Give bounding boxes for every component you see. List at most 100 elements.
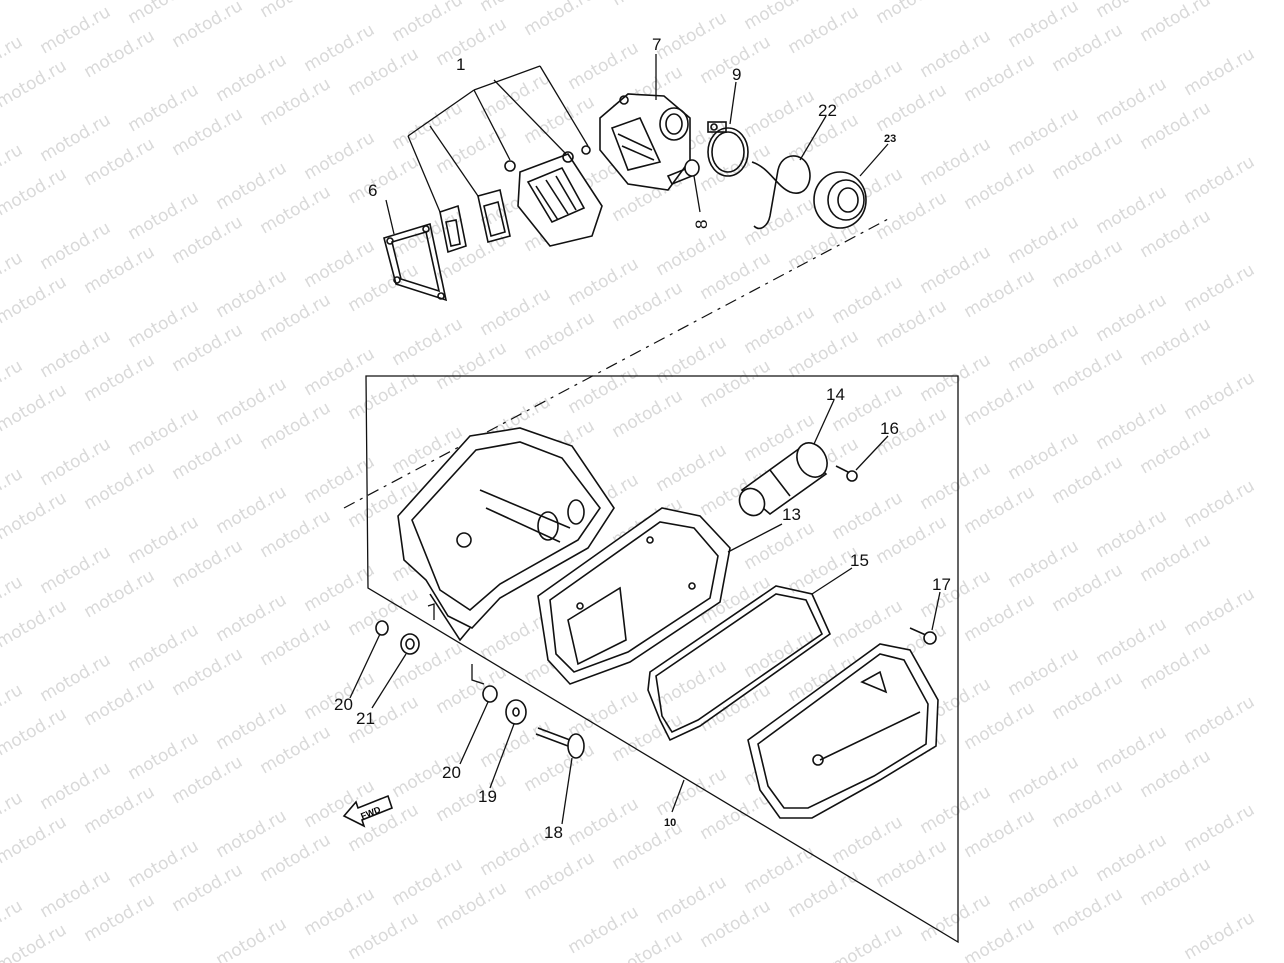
watermark-text: motod.ru [829, 56, 907, 112]
watermark-text: motod.ru [697, 356, 775, 412]
watermark-text: motod.ru [0, 56, 70, 112]
watermark-text: motod.ru [213, 50, 291, 106]
watermark-text: motod.ru [1093, 182, 1171, 238]
watermark-text: motod.ru [213, 266, 291, 322]
callout-leader-lines [349, 54, 941, 825]
watermark-text: motod.ru [0, 0, 70, 4]
spring-part-22 [751, 155, 811, 230]
watermark-text: motod.ru [213, 590, 291, 646]
watermark-text: motod.ru [389, 98, 467, 154]
callout-16: 16 [880, 419, 899, 438]
watermark-text: motod.ru [81, 458, 159, 514]
bolt-part-8 [666, 159, 700, 186]
watermark-text: motod.ru [0, 920, 70, 963]
watermark-text: motod.ru [81, 26, 159, 82]
watermark-text: motod.ru [1005, 212, 1083, 268]
watermark-text: motod.ru [0, 380, 70, 436]
watermark-text: motod.ru [1181, 692, 1259, 748]
watermark-text: motod.ru [829, 272, 907, 328]
watermark-text: motod.ru [741, 86, 819, 142]
watermark-text: motod.ru [521, 740, 599, 796]
watermark-text: motod.ru [785, 326, 863, 382]
watermark-text: motod.ru [125, 80, 203, 136]
watermark-text: motod.ru [565, 38, 643, 94]
callout-20-lower: 20 [442, 763, 461, 782]
callout-1: 1 [456, 55, 465, 74]
watermark-text: motod.ru [741, 626, 819, 682]
air-cleaner-cover [747, 643, 939, 819]
watermark-text: motod.ru [873, 188, 951, 244]
watermark-text: motod.ru [917, 890, 995, 946]
watermark-text: motod.ru [1181, 260, 1259, 316]
watermark-text: motod.ru [521, 92, 599, 148]
watermark-text: motod.ru [961, 914, 1039, 963]
watermark-text: motod.ru [1049, 776, 1127, 832]
watermark-text: motod.ru [565, 254, 643, 310]
watermark-text: motod.ru [1093, 830, 1171, 886]
alignment-centerline [343, 217, 891, 509]
watermark-text: motod.ru [81, 566, 159, 622]
watermark-text: motod.ru [37, 434, 115, 490]
watermark-text: motod.ru [1181, 44, 1259, 100]
reed-valve-block [504, 145, 603, 247]
watermark-text: motod.ru [1093, 614, 1171, 670]
callout-8: 8 [692, 220, 711, 229]
reed-valve-assembly [383, 93, 867, 302]
watermark-text: motod.ru [257, 830, 335, 886]
watermark-text: motod.ru [609, 386, 687, 442]
watermark-text: motod.ru [345, 908, 423, 963]
watermark-text: motod.ru [125, 296, 203, 352]
watermark-text: motod.ru [433, 14, 511, 70]
watermark-text: motod.ru [213, 806, 291, 862]
watermark-text: motod.ru [301, 560, 379, 616]
watermark-text: motod.ru [653, 872, 731, 928]
watermark-text: motod.ru [1137, 206, 1215, 262]
bolt-part-18 [535, 727, 585, 759]
watermark-text: motod.ru [1181, 368, 1259, 424]
watermark-text: motod.ru [1049, 668, 1127, 724]
watermark-text: motod.ru [697, 896, 775, 952]
watermark-text: motod.ru [0, 596, 70, 652]
watermark-text: motod.ru [213, 158, 291, 214]
callout-20-upper: 20 [334, 695, 353, 714]
watermark-text: motod.ru [125, 188, 203, 244]
watermark-text: motod.ru [917, 458, 995, 514]
filter-element-part-13 [537, 507, 731, 685]
watermark-text: motod.ru [1005, 644, 1083, 700]
watermark-text: motod.ru [1137, 746, 1215, 802]
callout-15: 15 [850, 551, 869, 570]
callout-13: 13 [782, 505, 801, 524]
watermark-text: motod.ru [125, 512, 203, 568]
watermark-text: motod.ru [257, 290, 335, 346]
watermark-text: motod.ru [873, 512, 951, 568]
watermark-text: motod.ru [1181, 800, 1259, 856]
watermark-text: motod.ru [1005, 536, 1083, 592]
watermark-text: motod.ru [213, 914, 291, 963]
watermark-text: motod.ru [0, 164, 70, 220]
watermark-text: motod.ru [433, 662, 511, 718]
watermark-text: motod.ru [917, 242, 995, 298]
watermark-text: motod.ru [1005, 752, 1083, 808]
callout-1-leader-lines [385, 65, 589, 235]
callout-6: 6 [368, 181, 377, 200]
watermark-text: motod.ru [565, 362, 643, 418]
watermark-text: motod.ru [125, 728, 203, 784]
watermark-text: motod.ru [213, 698, 291, 754]
watermark-text: motod.ru [1049, 344, 1127, 400]
callout-18: 18 [544, 823, 563, 842]
bolt-part-17 [909, 627, 937, 645]
watermark-text: motod.ru [213, 374, 291, 430]
watermark-text: motod.ru [917, 134, 995, 190]
watermark-text: motod.ru [521, 848, 599, 904]
watermark-text: motod.ru [829, 596, 907, 652]
watermark-text: motod.ru [37, 218, 115, 274]
watermark-text: motod.ru [653, 224, 731, 280]
callout-23: 23 [884, 133, 896, 145]
watermark-text: motod.ru [257, 614, 335, 670]
watermark-text: motod.ru [37, 866, 115, 922]
watermark-text: motod.ru [653, 764, 731, 820]
watermark-text: motod.ru [653, 8, 731, 64]
watermark-text: motod.ru [389, 854, 467, 910]
watermark-text: motod.ru [917, 782, 995, 838]
